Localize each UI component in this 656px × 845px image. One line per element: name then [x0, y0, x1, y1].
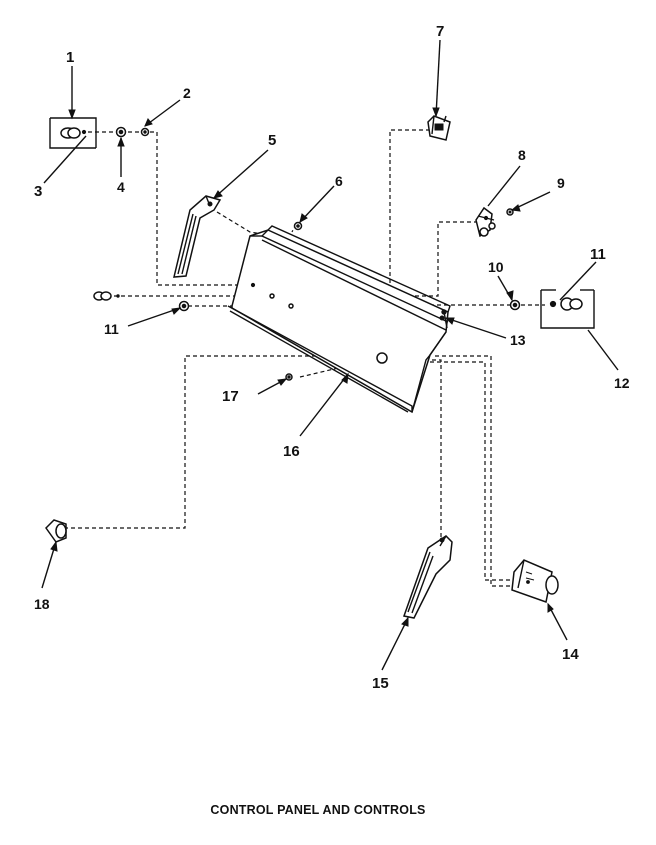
- part-13-screw: [441, 309, 448, 329]
- callout-6: 6: [335, 173, 343, 189]
- part-9-screw: [506, 208, 514, 216]
- part-5-left-bracket: [173, 195, 222, 278]
- callout-14: 14: [562, 646, 579, 663]
- part-6-screw: [293, 221, 303, 231]
- callout-5: 5: [268, 132, 276, 149]
- part-15-right-bracket: [403, 535, 453, 619]
- callout-15: 15: [372, 675, 389, 692]
- diagram-caption: CONTROL PANEL AND CONTROLS: [210, 803, 426, 817]
- control-panel: [227, 225, 451, 414]
- screw-left-upper: [269, 293, 275, 299]
- callout-11-left: 11: [104, 321, 119, 337]
- callout-18: 18: [34, 596, 50, 612]
- callout-1: 1: [66, 49, 74, 66]
- leader-arrowheads: [50, 107, 554, 627]
- callout-11-right: 11: [590, 246, 606, 263]
- callout-labels: 1 2 3 4 5 6 7 8 9 10 11 11 12 13 14 15 1…: [34, 23, 630, 692]
- part-11-washer-left: [178, 300, 190, 312]
- callout-16: 16: [283, 443, 300, 460]
- part-12-knob-box: [540, 289, 595, 329]
- callout-9: 9: [557, 175, 565, 191]
- callout-17: 17: [222, 388, 239, 405]
- part-14-timer: [511, 559, 559, 603]
- screw-left-lower: [288, 303, 294, 309]
- callout-3: 3: [34, 183, 42, 200]
- callout-8: 8: [518, 147, 526, 163]
- callout-2: 2: [183, 85, 191, 101]
- part-17-screw: [285, 373, 293, 381]
- part-4-washer: [115, 126, 127, 138]
- callout-4: 4: [117, 179, 125, 195]
- callout-13: 13: [510, 332, 526, 348]
- part-10-washer: [509, 299, 521, 311]
- part-8-switch-assembly: [475, 206, 496, 238]
- part-18-knob: [45, 519, 67, 543]
- part-7-switch: [427, 115, 451, 141]
- callout-7: 7: [436, 23, 444, 40]
- part-1-knob-box: [49, 117, 97, 149]
- part-2-screw: [140, 127, 150, 137]
- callout-12: 12: [614, 375, 630, 391]
- assembly-dashed-lines: [66, 129, 545, 587]
- callout-10: 10: [488, 259, 504, 275]
- left-knob: [93, 291, 120, 301]
